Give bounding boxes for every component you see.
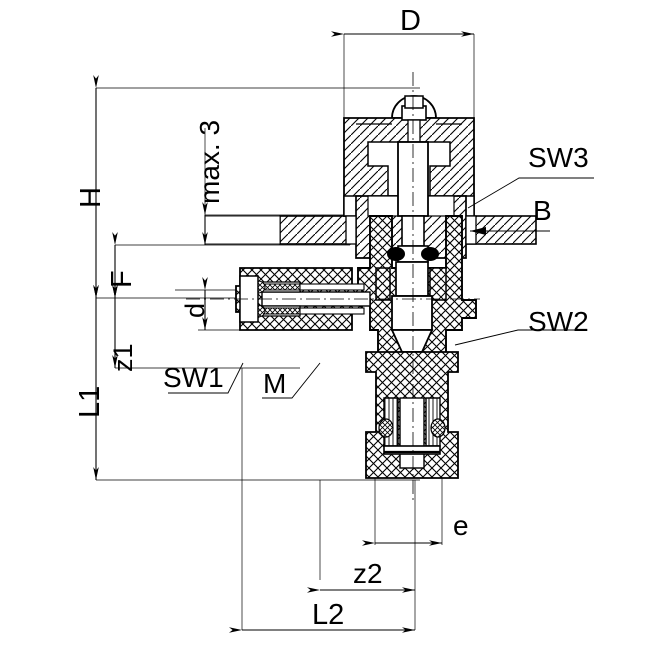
panel-plate	[204, 215, 537, 245]
leader-SW1	[168, 362, 244, 394]
extension-lines	[96, 34, 475, 630]
leader-lines	[168, 177, 594, 399]
dimension-label-H: H	[75, 187, 107, 208]
dimension-label-max3: max. 3	[194, 119, 225, 204]
dimension-label-F: F	[106, 270, 138, 288]
dimension-lines	[93, 31, 474, 633]
dimension-label-L1: L1	[74, 385, 106, 418]
callout-label-SW3: SW3	[528, 142, 589, 173]
callout-label-B: B	[533, 195, 552, 226]
dimension-label-z2: z2	[353, 558, 383, 589]
outlet-fitting	[365, 351, 459, 479]
centre-lines	[186, 72, 480, 500]
dimension-label-z1: z1	[108, 343, 138, 372]
inlet-fitting	[235, 267, 371, 331]
leader-SW2	[454, 329, 585, 346]
callout-label-SW1: SW1	[163, 362, 224, 393]
dimension-label-e: e	[453, 510, 469, 541]
leader-SW3	[467, 177, 594, 209]
callout-label-SW2: SW2	[528, 306, 589, 337]
dimension-label-L2: L2	[312, 599, 345, 631]
leader-M	[262, 362, 321, 399]
callout-label-M: M	[263, 368, 287, 399]
dimension-label-D: D	[400, 5, 421, 37]
dimension-label-d: d	[180, 302, 210, 318]
